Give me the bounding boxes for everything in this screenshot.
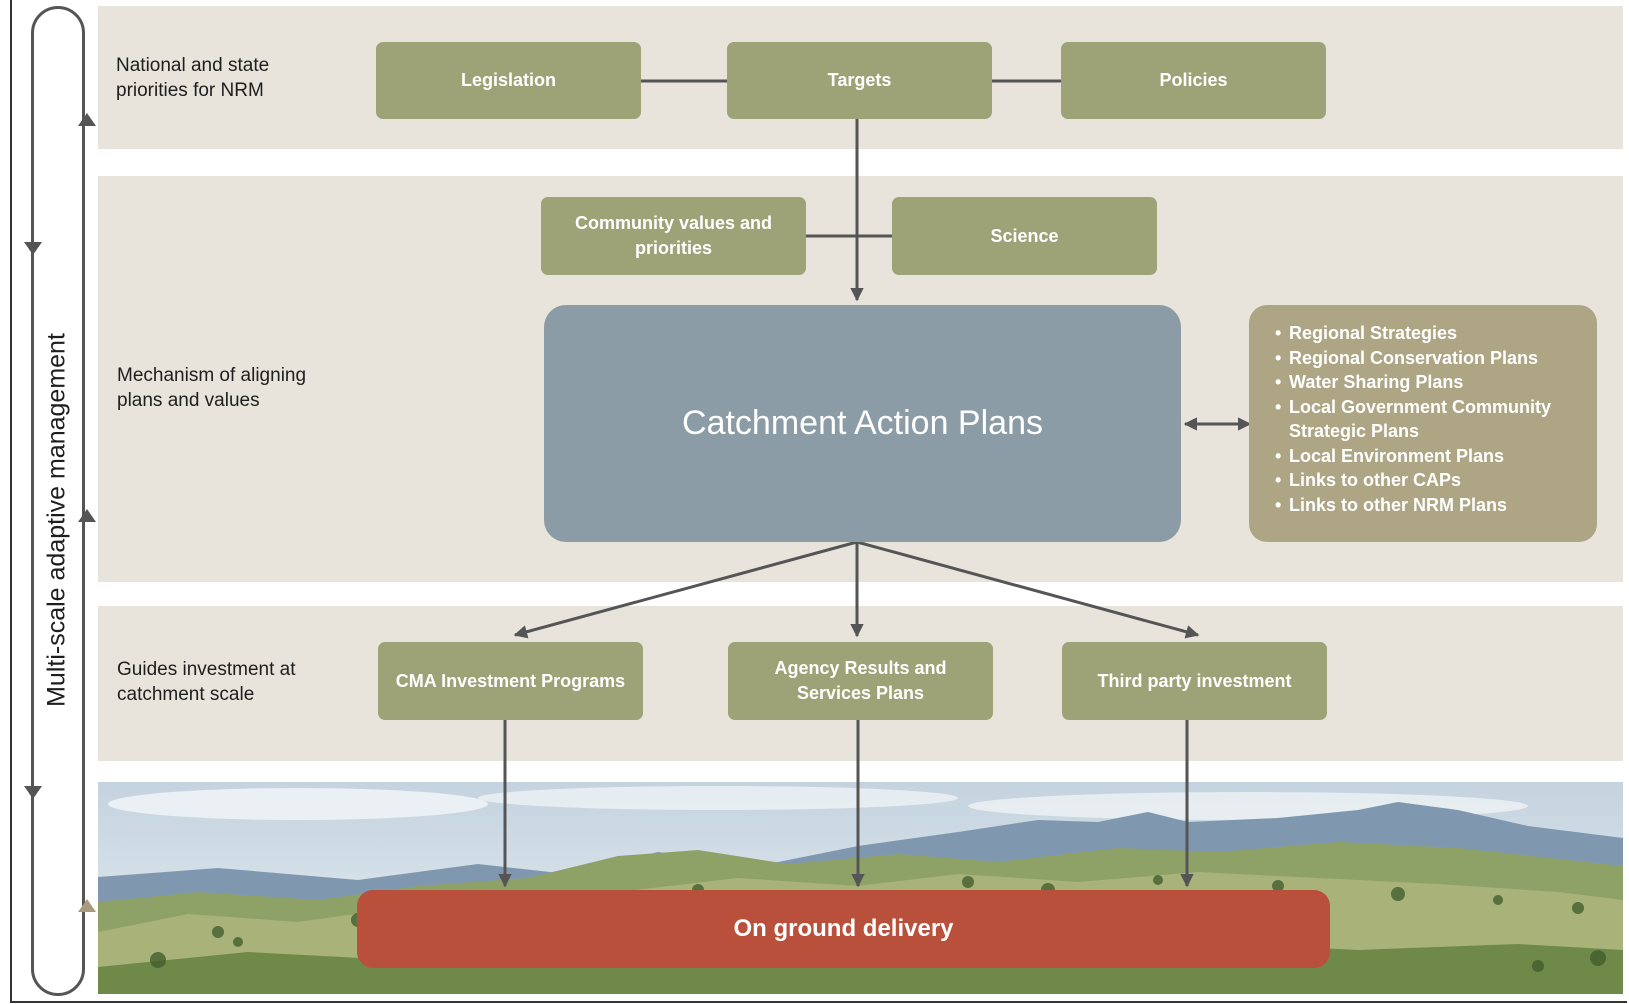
related-plans-list: Regional Strategies Regional Conservatio… bbox=[1275, 321, 1583, 517]
loop-arrow-down-icon bbox=[24, 786, 42, 799]
legislation-box: Legislation bbox=[376, 42, 641, 119]
loop-arrow-up-icon bbox=[78, 113, 96, 126]
list-item: Water Sharing Plans bbox=[1275, 370, 1583, 395]
adaptive-loop bbox=[31, 6, 85, 996]
agency-results-box: Agency Results and Services Plans bbox=[728, 642, 993, 720]
community-values-box: Community values and priorities bbox=[541, 197, 806, 275]
related-plans-box: Regional Strategies Regional Conservatio… bbox=[1249, 305, 1597, 542]
list-item: Local Environment Plans bbox=[1275, 444, 1583, 469]
policies-box: Policies bbox=[1061, 42, 1326, 119]
loop-arrow-up-icon bbox=[78, 509, 96, 522]
loop-arrow-down-icon bbox=[24, 242, 42, 255]
list-item: Links to other CAPs bbox=[1275, 468, 1583, 493]
third-party-investment-box: Third party investment bbox=[1062, 642, 1327, 720]
row-label-national: National and state priorities for NRM bbox=[116, 55, 270, 101]
loop-arrow-up-icon bbox=[78, 899, 96, 912]
on-ground-delivery-box: On ground delivery bbox=[357, 890, 1330, 968]
diagram-frame bbox=[10, 0, 1627, 1003]
catchment-action-plans-box: Catchment Action Plans bbox=[544, 305, 1181, 542]
list-item: Links to other NRM Plans bbox=[1275, 493, 1583, 518]
list-item: Local Government Community Strategic Pla… bbox=[1275, 395, 1583, 444]
row-label-guides: Guides investment at catchment scale bbox=[117, 659, 296, 705]
list-item: Regional Strategies bbox=[1275, 321, 1583, 346]
targets-box: Targets bbox=[727, 42, 992, 119]
science-box: Science bbox=[892, 197, 1157, 275]
list-item: Regional Conservation Plans bbox=[1275, 346, 1583, 371]
cma-investment-box: CMA Investment Programs bbox=[378, 642, 643, 720]
row-label-mechanism: Mechanism of aligning plans and values bbox=[117, 365, 307, 411]
